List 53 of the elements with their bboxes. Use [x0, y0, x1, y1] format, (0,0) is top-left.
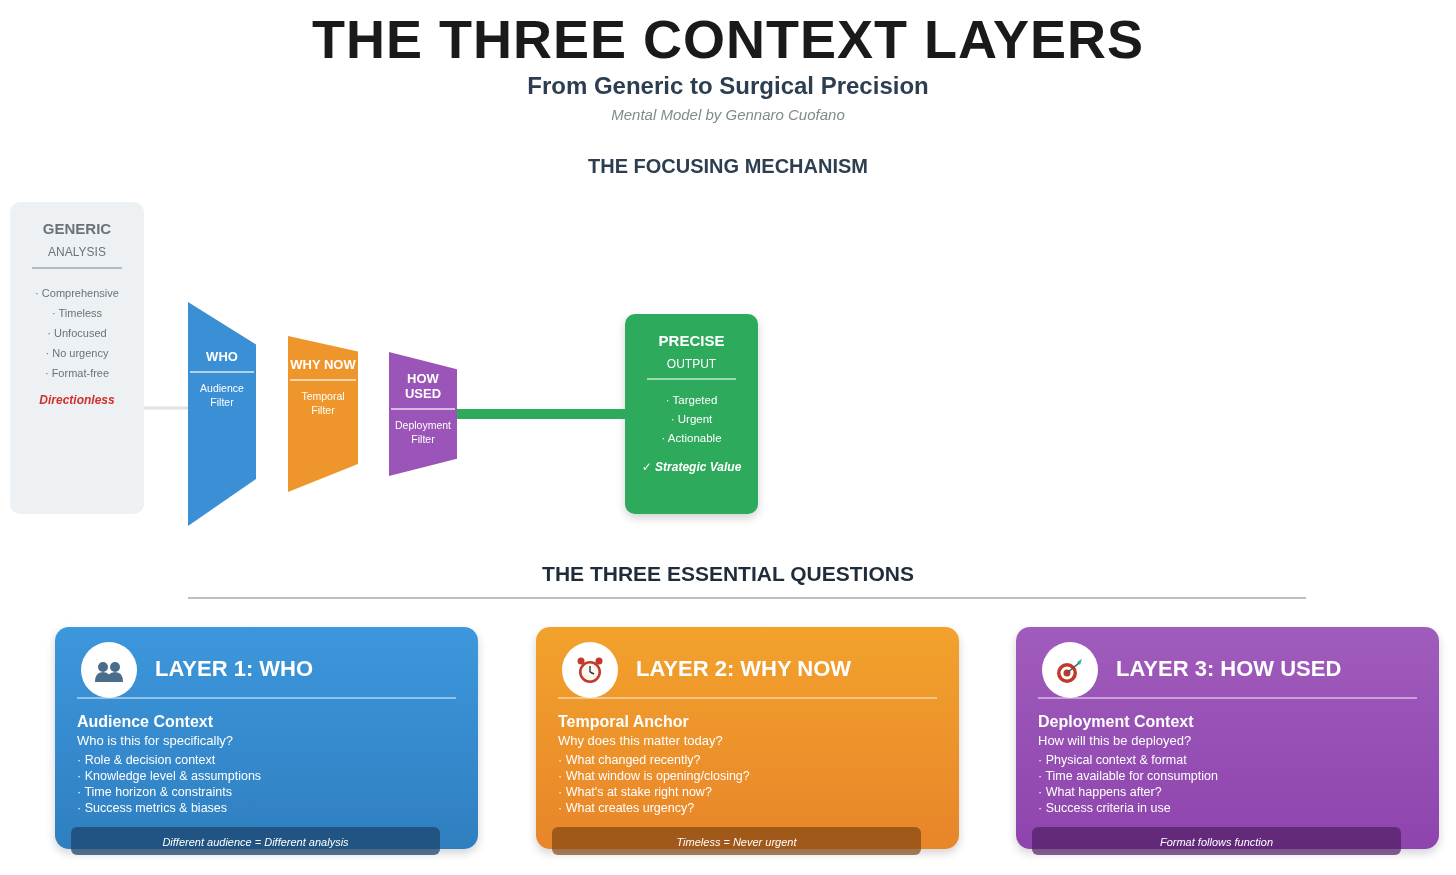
- connector-bar: [457, 409, 625, 419]
- footer-note: Timeless = Never urgent: [552, 827, 921, 855]
- list-item: · What window is opening/closing?: [558, 769, 751, 783]
- section-heading: THE THREE ESSENTIAL QUESTIONS: [542, 562, 914, 585]
- emphasis-text: ✓ Strategic Value: [640, 460, 743, 474]
- filter-caption: Temporal Filter: [300, 388, 346, 418]
- card-heading: Audience Context: [77, 713, 214, 731]
- card-heading: Deployment Context: [1038, 713, 1195, 731]
- list-item: · What's at stake right now?: [558, 785, 713, 799]
- card-heading: Temporal Anchor: [558, 713, 690, 731]
- section-heading: THE FOCUSING MECHANISM: [588, 155, 868, 177]
- card-title: LAYER 3: HOW USED: [1116, 656, 1342, 682]
- title: THE THREE CONTEXT LAYERS: [311, 9, 1145, 69]
- panel-heading: GENERIC: [41, 220, 113, 237]
- list-item: · What changed recently?: [558, 753, 702, 767]
- card-title: LAYER 2: WHY NOW: [636, 656, 852, 682]
- input-panel: [10, 202, 144, 514]
- filter-title: WHY NOW: [290, 358, 356, 381]
- panel-subheading: OUTPUT: [647, 357, 736, 380]
- output-card: [625, 314, 758, 514]
- filter-caption: Deployment Filter: [394, 417, 452, 447]
- list-item: · Urgent: [669, 413, 714, 425]
- panel-heading: PRECISE: [657, 332, 726, 349]
- list-item: · What creates urgency?: [558, 801, 696, 815]
- card-question: How will this be deployed?: [1038, 733, 1193, 748]
- filter-caption: Audience Filter: [199, 380, 245, 410]
- list-item: · Physical context & format: [1038, 753, 1188, 767]
- list-item: · Timeless: [50, 307, 104, 319]
- list-item: · Success criteria in use: [1038, 801, 1172, 815]
- list-item: · Knowledge level & assumptions: [77, 769, 263, 783]
- subtitle: From Generic to Surgical Precision: [527, 72, 929, 99]
- card-title: LAYER 1: WHO: [155, 656, 314, 682]
- list-item: · Role & decision context: [77, 753, 217, 767]
- list-item: · Time horizon & constraints: [77, 785, 233, 799]
- list-item: · Success metrics & biases: [77, 801, 229, 815]
- list-item: · Format-free: [43, 367, 111, 379]
- list-item: · No urgency: [44, 347, 110, 359]
- list-item: · Unfocused: [46, 327, 108, 339]
- panel-subheading: ANALYSIS: [32, 245, 122, 269]
- filter-title: WHO: [190, 350, 254, 373]
- card-question: Why does this matter today?: [558, 733, 724, 748]
- footer-note: Different audience = Different analysis: [71, 827, 440, 855]
- list-item: · Targeted: [664, 394, 719, 406]
- byline: Mental Model by Gennaro Cuofano: [611, 106, 845, 123]
- emphasis-text: Directionless: [38, 393, 116, 407]
- list-item: · What happens after?: [1038, 785, 1163, 799]
- filter-title: HOW USED: [391, 372, 455, 410]
- list-item: · Time available for consumption: [1038, 769, 1219, 783]
- list-item: · Comprehensive: [34, 287, 120, 299]
- card-question: Who is this for specifically?: [77, 733, 235, 748]
- footer-note: Format follows function: [1032, 827, 1401, 855]
- connector-line: [144, 406, 188, 410]
- list-item: · Actionable: [660, 432, 723, 444]
